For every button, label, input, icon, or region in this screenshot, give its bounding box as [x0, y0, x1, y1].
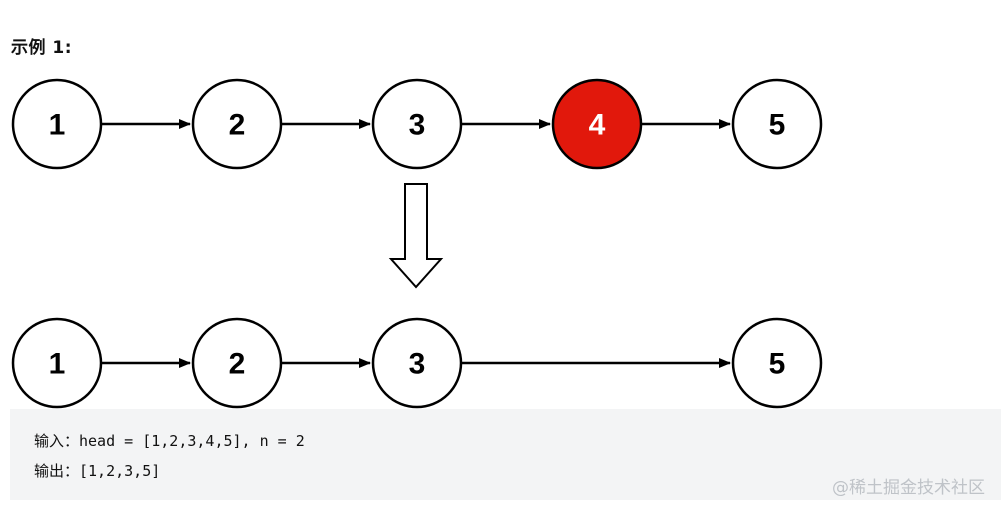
node-circle	[11, 317, 103, 409]
list-node: 1	[11, 317, 103, 409]
node-label: 2	[229, 109, 246, 142]
node-circle	[11, 78, 103, 170]
linked-list-diagram: 1 2 3 4 5 1 2 3 5	[11, 78, 823, 409]
output-line: 输出：[1,2,3,5]	[34, 462, 161, 480]
transform-down-arrow	[388, 183, 444, 289]
removed-node: 4	[551, 78, 643, 170]
node-label: 1	[49, 109, 66, 142]
list-node: 2	[191, 317, 283, 409]
list-node: 1	[11, 78, 103, 170]
node-label: 1	[49, 348, 66, 381]
example-heading: 示例 1:	[11, 38, 73, 58]
node-label: 5	[769, 348, 786, 381]
watermark: @稀土掘金技术社区	[832, 478, 985, 498]
node-circle	[371, 317, 463, 409]
node-circle	[731, 317, 823, 409]
list-node: 3	[371, 78, 463, 170]
removed-node-circle	[551, 78, 643, 170]
list-node: 2	[191, 78, 283, 170]
node-circle	[191, 317, 283, 409]
node-circle	[731, 78, 823, 170]
input-line: 输入：head = [1,2,3,4,5], n = 2	[34, 432, 305, 450]
node-label: 5	[769, 109, 786, 142]
node-label: 3	[409, 348, 426, 381]
list-node: 5	[731, 317, 823, 409]
node-label: 3	[409, 109, 426, 142]
node-circle	[191, 78, 283, 170]
list-node: 5	[731, 78, 823, 170]
node-label: 2	[229, 348, 246, 381]
node-label: 4	[589, 109, 606, 142]
list-node: 3	[371, 317, 463, 409]
example-code-block: 输入：head = [1,2,3,4,5], n = 2 输出：[1,2,3,5…	[10, 409, 1001, 500]
node-circle	[371, 78, 463, 170]
